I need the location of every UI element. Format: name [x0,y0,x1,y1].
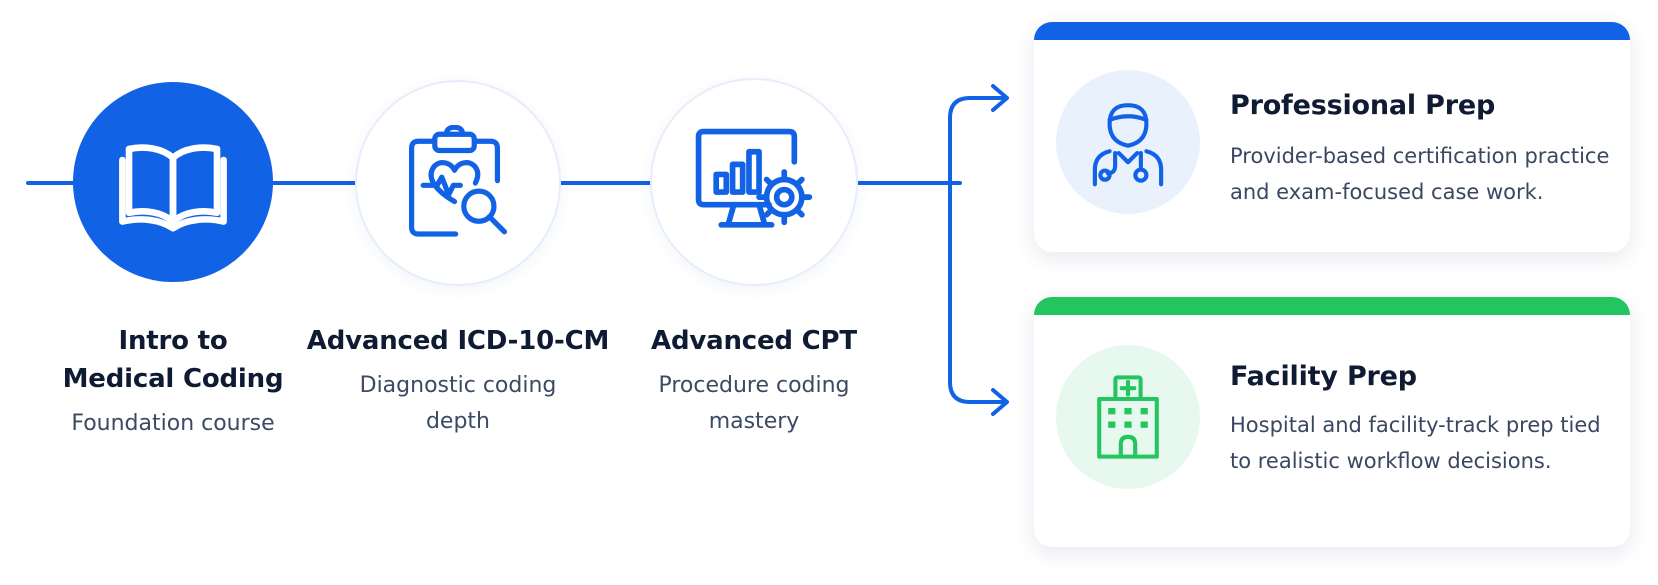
track-card-professional: Professional Prep Provider-based certifi… [1034,22,1630,252]
doctor-stethoscope-icon [1092,103,1164,187]
accent-band [1034,297,1630,315]
step-node-icd [355,80,561,286]
branch-down-line [948,181,1008,404]
step-title: Advanced CPT [651,326,857,356]
track-card-facility: Facility Prep Hospital and facility-trac… [1034,297,1630,547]
track-description: Hospital and facility-track prep tied to… [1230,413,1601,473]
hospital-building-icon [1097,375,1159,459]
clipboard-heart-magnifier-icon [408,125,508,237]
monitor-chart-gear-icon [695,128,813,228]
icon-disc [1056,70,1200,214]
step-title: Intro to Medical Coding [62,326,284,394]
arrow-head-facility-icon [991,388,1009,416]
branch-up-line [948,96,1008,185]
step-subtitle: Diagnostic coding depth [359,373,557,434]
step-node-cpt [650,78,858,286]
step-subtitle: Procedure coding mastery [658,373,850,434]
track-description: Provider-based certification practice an… [1230,144,1610,204]
arrow-head-professional-icon [991,84,1009,112]
step-text-cpt: Advanced CPT Procedure coding mastery [604,322,904,440]
step-title: Advanced ICD-10-CM [306,326,610,356]
step-text-icd: Advanced ICD-10-CM Diagnostic coding dep… [298,322,618,440]
track-title: Facility Prep [1230,361,1417,392]
accent-band [1034,22,1630,40]
step-subtitle: Foundation course [71,411,275,436]
step-node-intro [73,82,273,282]
track-title: Professional Prep [1230,90,1496,121]
open-book-icon [119,144,227,232]
step-text-intro: Intro to Medical Coding Foundation cours… [23,322,323,442]
icon-disc [1056,345,1200,489]
